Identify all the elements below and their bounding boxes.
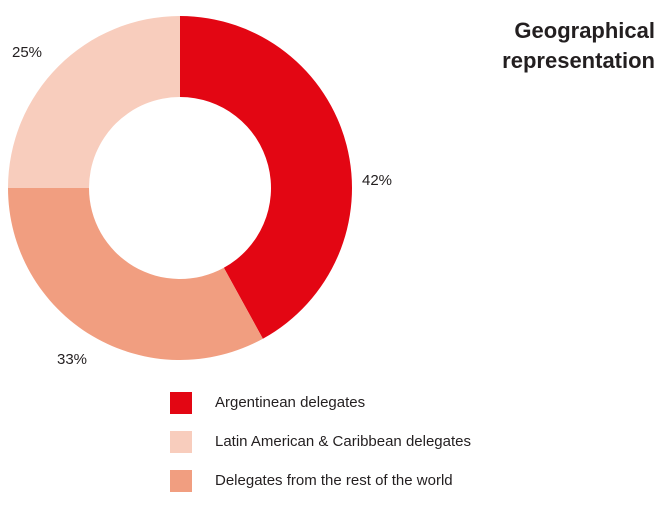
legend-swatch bbox=[170, 392, 192, 414]
donut-slice bbox=[8, 188, 263, 360]
chart-title-line-2: representation bbox=[502, 48, 655, 73]
legend-swatch bbox=[170, 470, 192, 492]
slice-percent-label: 33% bbox=[57, 351, 87, 368]
donut-chart: 42% 33% 25% bbox=[8, 16, 392, 368]
legend-label: Argentinean delegates bbox=[215, 394, 366, 411]
chart-title: Geographical representation bbox=[502, 16, 655, 76]
chart-title-line-1: Geographical bbox=[514, 18, 655, 43]
legend-label: Latin American & Caribbean delegates bbox=[215, 433, 471, 450]
legend-swatch bbox=[170, 431, 192, 453]
donut-slice bbox=[8, 16, 180, 188]
legend-label: Delegates from the rest of the world bbox=[215, 472, 453, 489]
slice-percent-label: 42% bbox=[362, 172, 392, 189]
donut-slice bbox=[180, 16, 353, 339]
slice-percent-label: 25% bbox=[12, 44, 42, 61]
